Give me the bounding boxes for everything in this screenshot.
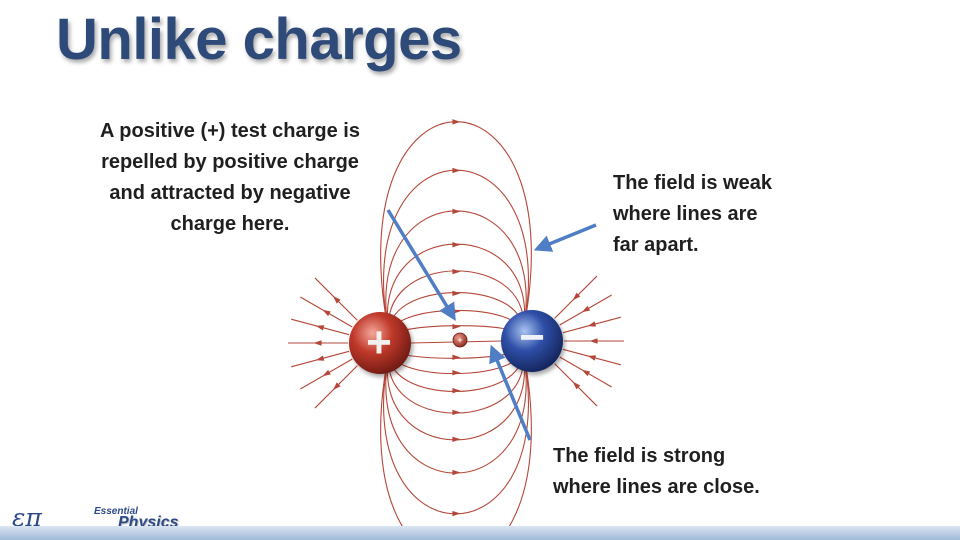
callout-weak-field-line: The field is weak (613, 172, 772, 194)
field-arrow (315, 325, 325, 331)
callout-test-charge-line: and attracted by negative (109, 182, 351, 204)
field-arrow (572, 381, 581, 390)
callout-test-charge: A positive (+) test charge is repelled b… (58, 116, 402, 240)
negative-symbol: − (519, 313, 545, 362)
field-arrow (452, 167, 461, 174)
field-arrow (452, 409, 461, 416)
positive-charge (349, 312, 411, 374)
field-arrow (322, 369, 331, 377)
field-arrow (452, 323, 461, 330)
field-arrow (452, 354, 461, 361)
negative-charge (501, 310, 563, 372)
field-arrow (452, 268, 461, 275)
field-arrow (313, 340, 322, 346)
pointer-arrow-test-charge (386, 209, 456, 321)
field-arrow (581, 305, 591, 313)
slide-title: Unlike charges (56, 7, 462, 72)
field-arrow (315, 355, 325, 361)
field-line (385, 210, 527, 340)
field-line (383, 344, 529, 515)
field-lines (288, 121, 624, 540)
pointer-arrow-strong-field (489, 344, 532, 441)
field-line (383, 169, 529, 340)
test-charge-symbol: + (457, 335, 462, 345)
field-line (387, 243, 525, 340)
field-arrow (452, 387, 461, 394)
field-arrow (452, 208, 461, 215)
field-arrow (589, 338, 598, 344)
callout-strong-field-line: where lines are close. (553, 476, 760, 498)
field-arrow (587, 321, 597, 327)
field-arrow (452, 242, 461, 248)
footer-bar (0, 526, 960, 540)
field-arrow (452, 510, 461, 517)
logo-essential: Essential (94, 506, 138, 517)
positive-symbol: + (366, 318, 392, 367)
field-arrow (452, 308, 461, 314)
field-arrow (452, 436, 461, 442)
callout-test-charge-line: repelled by positive charge (101, 151, 359, 173)
callout-test-charge-line: charge here. (170, 213, 290, 235)
test-charge (452, 332, 468, 348)
callout-strong-field: The field is strong where lines are clos… (553, 441, 833, 503)
field-line (387, 344, 525, 441)
field-arrow (332, 382, 341, 391)
field-arrow (581, 369, 591, 377)
field-arrow (452, 469, 461, 476)
field-arrow (452, 370, 461, 376)
callout-weak-field-line: where lines are (613, 203, 758, 225)
field-arrow (322, 309, 331, 317)
callout-weak-field: The field is weak where lines are far ap… (613, 168, 833, 261)
field-arrow (572, 292, 581, 301)
field-arrow (452, 119, 461, 125)
field-line (385, 344, 527, 474)
field-arrow (332, 295, 341, 304)
callout-test-charge-line: A positive (+) test charge is (100, 120, 360, 142)
callout-weak-field-line: far apart. (613, 234, 699, 256)
pointer-arrow-weak-field (533, 223, 597, 252)
callout-strong-field-line: The field is strong (553, 445, 726, 467)
field-arrow (587, 355, 597, 361)
field-arrow (452, 290, 461, 297)
field-line (380, 344, 532, 540)
